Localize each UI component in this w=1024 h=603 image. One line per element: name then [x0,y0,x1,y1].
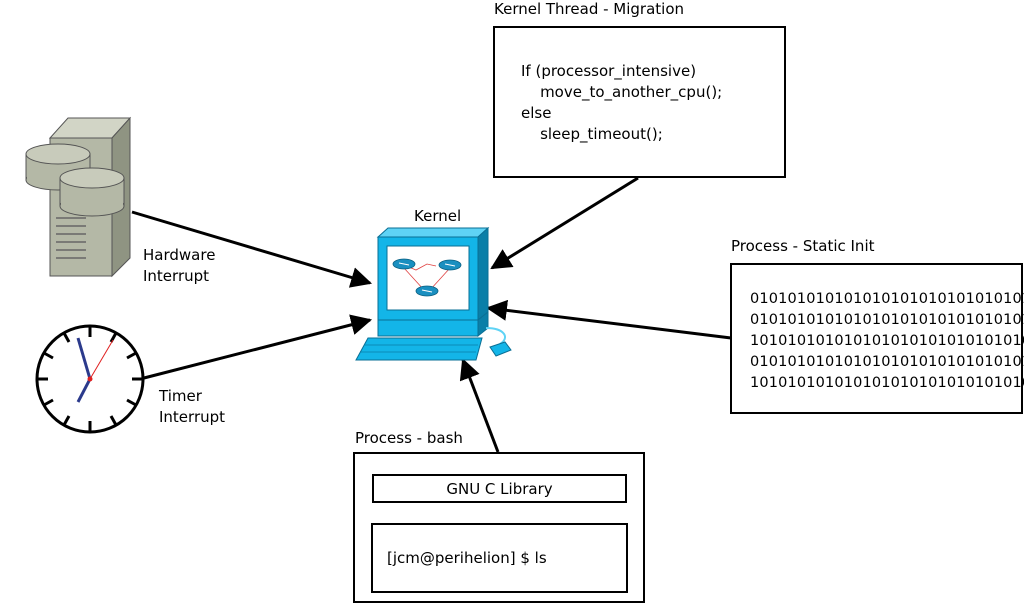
static-init-box: 010101010101010101010101010101 010101010… [730,263,1024,414]
gnu-c-library-label: GNU C Library [446,480,553,498]
terminal-box: [jcm@perihelion] $ ls [371,523,628,593]
arrow-timer-to-kernel [143,314,373,380]
bash-box: GNU C Library [jcm@perihelion] $ ls [353,452,645,603]
gnu-c-library-box: GNU C Library [372,474,627,503]
binary-line: 101010101010101010101010101010 [750,375,1024,391]
binary-line: 010101010101010101010101010101 [750,354,1024,370]
kernel-thread-code-line: move_to_another_cpu(); [521,83,723,101]
clock-icon [35,324,145,434]
kernel-thread-code-line: sleep_timeout(); [521,125,663,143]
kernel-thread-box: If (processor_intensive) move_to_another… [493,26,786,178]
binary-line: 010101010101010101010101010101 [750,291,1024,307]
server-icon [25,116,132,278]
timer-interrupt-label-1: Timer [159,387,202,405]
arrow-migration-to-kernel [490,176,639,270]
kernel-thread-title: Kernel Thread - Migration [494,0,685,18]
static-init-binary: 010101010101010101010101010101 010101010… [750,289,1024,394]
terminal-prompt: [jcm@perihelion] $ ls [387,549,547,567]
arrow-bash-to-kernel [459,358,500,453]
binary-line: 101010101010101010101010101010 [750,333,1024,349]
arrow-hardware-to-kernel [131,210,373,288]
binary-line: 010101010101010101010101010101 [750,312,1024,328]
hardware-interrupt-label-1: Hardware [143,246,216,264]
static-init-title: Process - Static Init [731,237,875,255]
arrow-staticinit-to-kernel [485,299,732,340]
bash-title: Process - bash [355,429,463,447]
hardware-interrupt-label-2: Interrupt [143,267,210,285]
kernel-label: Kernel [414,207,462,225]
kernel-thread-code-line: else [521,104,552,122]
kernel-thread-code-line: If (processor_intensive) [521,62,697,80]
timer-interrupt-label-2: Interrupt [159,408,226,426]
kernel-computer-icon [355,226,512,361]
